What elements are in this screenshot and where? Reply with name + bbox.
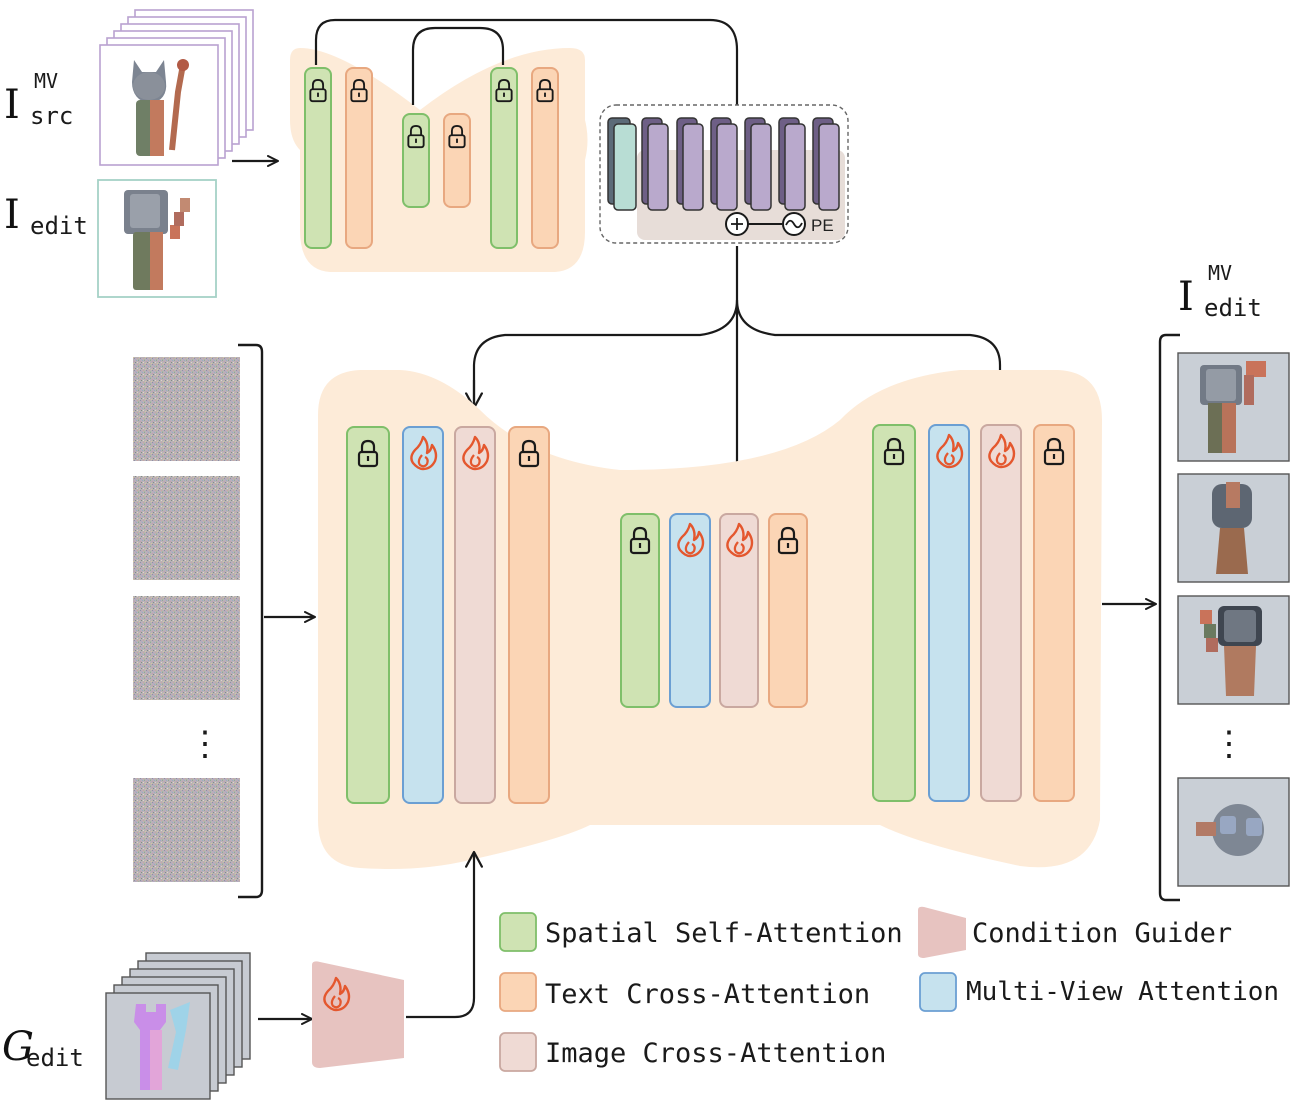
- text-attention-block: [508, 426, 550, 804]
- spatial-attention-block: [402, 113, 430, 208]
- fire-icon: [462, 435, 490, 471]
- legend-swatch-image: [499, 1032, 537, 1072]
- svg-text:I: I: [4, 82, 20, 128]
- legend-label-multiview: Multi-View Attention: [966, 977, 1279, 1007]
- encoder-block: [778, 117, 806, 211]
- encoder-block: [812, 117, 840, 211]
- legend-label-spatial: Spatial Self-Attention: [545, 918, 903, 949]
- geometry-edit-label: G edit: [2, 1024, 84, 1072]
- lock-icon: [629, 526, 651, 555]
- legend-swatch-condition-guider: [918, 906, 966, 958]
- lock-icon: [777, 526, 799, 555]
- output-view-image: [1177, 777, 1290, 887]
- image-attention-block: [719, 513, 759, 708]
- legend-swatch-text: [499, 972, 537, 1012]
- legend-swatch-spatial: [499, 912, 537, 952]
- lock-icon: [495, 78, 513, 103]
- output-view-image: [1177, 473, 1290, 583]
- noise-latent-image: [133, 778, 240, 882]
- source-image-cat: [99, 44, 219, 166]
- spatial-attention-block: [304, 67, 332, 249]
- encoder-block: [641, 117, 669, 211]
- pe-label: PE: [811, 216, 834, 235]
- fire-icon: [323, 976, 351, 1012]
- output-view-image: [1177, 352, 1290, 462]
- legend-label-text: Text Cross-Attention: [545, 979, 870, 1010]
- encoder-first-block: [607, 117, 637, 211]
- text-attention-block: [531, 67, 559, 249]
- noise-latent-image: [133, 476, 240, 580]
- encoder-block: [710, 117, 738, 211]
- lock-icon: [407, 124, 425, 149]
- svg-text:MV: MV: [1208, 261, 1232, 285]
- fire-icon: [677, 522, 705, 558]
- output-ellipsis: ⋮: [1212, 724, 1246, 764]
- encoder-block: [744, 117, 772, 211]
- lock-icon: [536, 78, 554, 103]
- spatial-attention-block: [872, 424, 916, 802]
- legend-label-condition-guider: Condition Guider: [972, 918, 1232, 949]
- legend-swatch-multiview: [919, 972, 957, 1012]
- source-multiview-label: I MV src: [4, 69, 73, 130]
- svg-text:MV: MV: [34, 69, 58, 93]
- fire-icon: [988, 433, 1016, 469]
- text-attention-block: [1033, 424, 1075, 802]
- output-bracket: [1158, 333, 1180, 902]
- svg-text:I: I: [4, 192, 20, 238]
- svg-text:edit: edit: [1204, 294, 1262, 322]
- condition-guider-block: [312, 961, 404, 1068]
- noise-bracket: [238, 343, 264, 899]
- legend-label-image: Image Cross-Attention: [545, 1038, 886, 1069]
- condition-guider-to-unet-line: [406, 850, 483, 1019]
- noise-latent-image: [133, 596, 240, 700]
- image-attention-block: [980, 424, 1022, 802]
- multiview-attention-block: [928, 424, 970, 802]
- spatial-attention-block: [620, 513, 660, 708]
- svg-text:I: I: [1178, 274, 1194, 320]
- text-attention-block: [768, 513, 808, 708]
- output-multiview-label: I MV edit: [1178, 261, 1262, 322]
- text-attention-block: [345, 67, 373, 249]
- noise-ellipsis: ⋮: [188, 724, 222, 764]
- geometry-edit-normal-map: [105, 992, 211, 1100]
- multiview-attention-block: [669, 513, 711, 708]
- image-attention-block: [454, 426, 496, 804]
- noise-latent-image: [133, 357, 240, 461]
- lock-icon: [1043, 437, 1065, 466]
- encoder-to-main-unet-lines: [472, 246, 1002, 405]
- sine-wave-icon: [782, 212, 806, 236]
- lock-icon: [350, 78, 368, 103]
- fire-icon: [936, 433, 964, 469]
- edit-image-cat: [97, 179, 217, 298]
- spatial-attention-block: [490, 67, 518, 249]
- encoder-block: [676, 117, 704, 211]
- fire-glyph: [323, 976, 351, 1012]
- svg-text:src: src: [30, 102, 73, 130]
- lock-icon: [518, 439, 540, 468]
- text-attention-block: [443, 113, 471, 208]
- lock-icon: [448, 124, 466, 149]
- spatial-attention-block: [346, 426, 390, 804]
- output-view-image: [1177, 595, 1290, 705]
- lock-icon: [357, 439, 379, 468]
- svg-text:edit: edit: [30, 212, 88, 240]
- svg-text:G: G: [2, 1024, 34, 1070]
- legend: Spatial Self-Attention Text Cross-Attent…: [499, 906, 1279, 1072]
- edit-image-label: I edit: [4, 192, 88, 240]
- svg-text:edit: edit: [26, 1044, 84, 1072]
- multiview-attention-block: [402, 426, 444, 804]
- encoder-to-small-unet-line: [314, 18, 739, 105]
- fire-icon: [410, 435, 438, 471]
- lock-icon: [883, 437, 905, 466]
- fire-icon: [726, 522, 754, 558]
- add-circle-icon: [725, 212, 749, 236]
- lock-icon: [309, 78, 327, 103]
